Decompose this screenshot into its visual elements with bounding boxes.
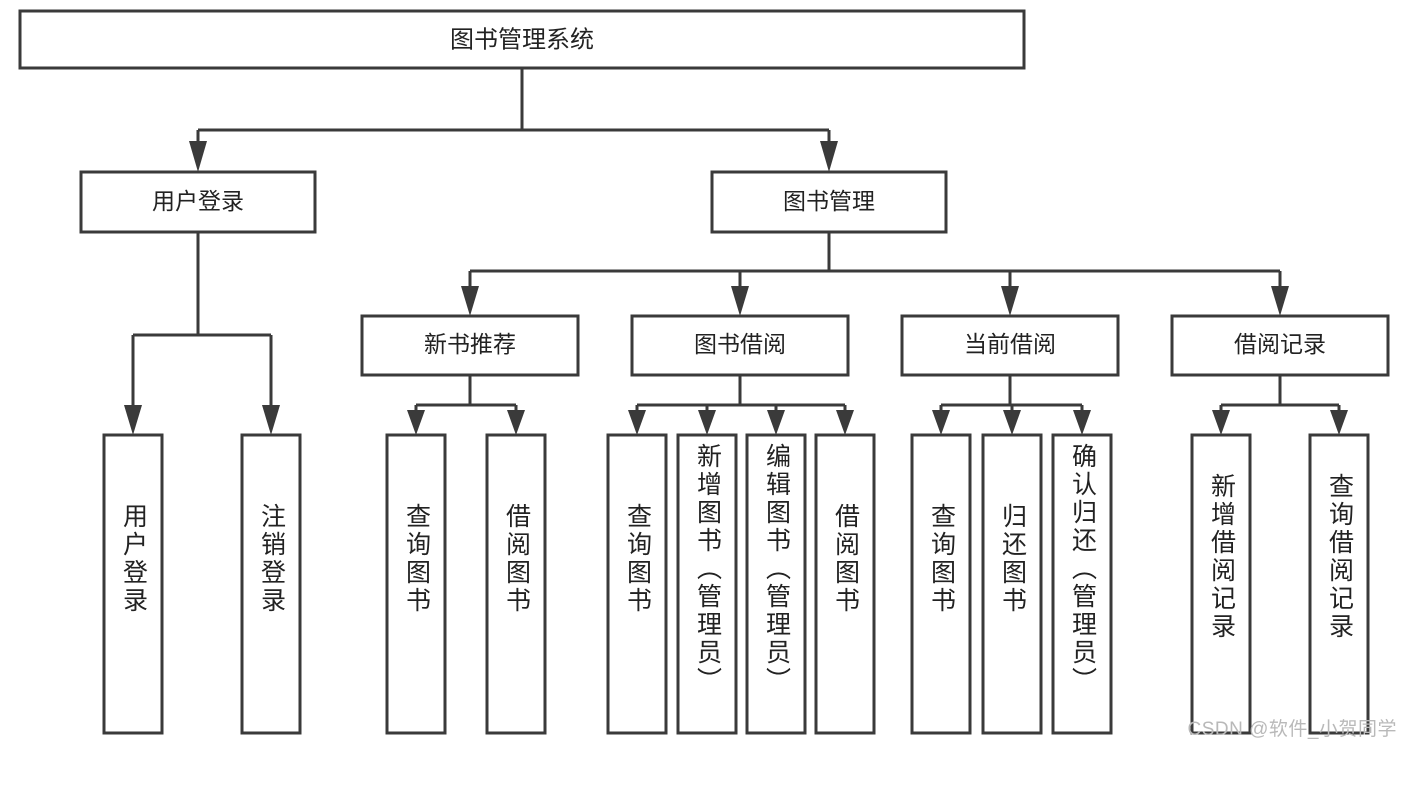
- connector-group-new-book-rec: [407, 375, 525, 435]
- arrow-head-current-borrow: [1001, 286, 1019, 316]
- leaf-box-return-book[interactable]: [981, 433, 1043, 735]
- node-book-borrow[interactable]: 图书借阅: [630, 314, 850, 377]
- arrow-head-leaf-query-record: [1330, 410, 1348, 435]
- connector-group-current-borrow: [932, 375, 1091, 435]
- node-user-login-label: 用户登录: [152, 188, 244, 214]
- arrow-head-leaf-add-book: [698, 410, 716, 435]
- connector-group-root: [189, 68, 838, 172]
- node-borrow-record-label: 借阅记录: [1234, 331, 1326, 357]
- arrow-head-leaf-edit-book: [767, 410, 785, 435]
- node-borrow-record[interactable]: 借阅记录: [1170, 314, 1390, 377]
- leaf-box-query-book-current[interactable]: [910, 433, 972, 735]
- leaf-box-query-book-rec[interactable]: [385, 433, 447, 735]
- leaf-box-query-borrow-record[interactable]: [1308, 433, 1370, 735]
- arrow-head-leaf-query-book-1: [407, 410, 425, 435]
- leaf-box-edit-book-admin[interactable]: [745, 433, 807, 735]
- node-current-borrow-box: [900, 314, 1120, 377]
- arrow-head-new-book-rec: [461, 286, 479, 316]
- arrow-head-leaf-user-login: [124, 405, 142, 435]
- connector-group-user-login: [124, 232, 280, 435]
- leaf-box-add-borrow-record[interactable]: [1190, 433, 1252, 735]
- node-new-book-recommend-label: 新书推荐: [424, 331, 516, 357]
- leaf-box-borrow-book[interactable]: [814, 433, 876, 735]
- connector-group-borrow-record: [1212, 375, 1348, 435]
- arrow-head-leaf-borrow-book-2: [836, 410, 854, 435]
- system-function-tree-diagram: 图书管理系统 用户登录 图书管理 新书推荐 图书借阅 当前借阅 借阅记录: [18, 9, 1397, 740]
- arrow-head-user-login: [189, 141, 207, 172]
- leaf-node-boxes: [102, 433, 1370, 735]
- connector-group-book-mgmt: [461, 232, 1289, 316]
- arrow-head-book-borrow: [731, 286, 749, 316]
- node-new-book-recommend-box: [360, 314, 580, 377]
- arrow-head-leaf-borrow-book-1: [507, 410, 525, 435]
- node-root-system-label: 图书管理系统: [450, 26, 594, 53]
- node-borrow-record-box: [1170, 314, 1390, 377]
- node-root-system[interactable]: 图书管理系统: [18, 9, 1026, 70]
- node-book-borrow-box: [630, 314, 850, 377]
- diagram-canvas: 图书管理系统 用户登录 图书管理 新书推荐 图书借阅 当前借阅 借阅记录: [18, 9, 1390, 735]
- node-book-management[interactable]: 图书管理: [710, 170, 948, 234]
- leaf-box-user-login[interactable]: [102, 433, 164, 735]
- arrow-head-leaf-logout: [262, 405, 280, 435]
- node-new-book-recommend[interactable]: 新书推荐: [360, 314, 580, 377]
- arrow-head-borrow-record: [1271, 286, 1289, 316]
- leaf-box-confirm-return-admin[interactable]: [1051, 433, 1113, 735]
- arrow-head-leaf-confirm-return: [1073, 410, 1091, 435]
- leaf-box-borrow-book-rec[interactable]: [485, 433, 547, 735]
- connector-group-book-borrow: [628, 375, 854, 435]
- node-current-borrow-label: 当前借阅: [964, 331, 1056, 357]
- watermark-text: CSDN @软件_小贺同学: [1187, 719, 1397, 740]
- node-root-system-box: [18, 9, 1026, 70]
- node-book-borrow-label: 图书借阅: [694, 331, 786, 357]
- arrow-head-book-mgmt: [820, 141, 838, 172]
- arrow-head-leaf-add-record: [1212, 410, 1230, 435]
- leaf-box-logout[interactable]: [240, 433, 302, 735]
- arrow-head-leaf-query-book-2: [628, 410, 646, 435]
- leaf-box-add-book-admin[interactable]: [676, 433, 738, 735]
- node-user-login[interactable]: 用户登录: [79, 170, 317, 234]
- leaf-box-query-book-borrow[interactable]: [606, 433, 668, 735]
- node-current-borrow[interactable]: 当前借阅: [900, 314, 1120, 377]
- node-book-management-box: [710, 170, 948, 234]
- node-book-management-label: 图书管理: [783, 188, 875, 214]
- arrow-head-leaf-query-book-3: [932, 410, 950, 435]
- arrow-head-leaf-return-book: [1003, 410, 1021, 435]
- node-user-login-box: [79, 170, 317, 234]
